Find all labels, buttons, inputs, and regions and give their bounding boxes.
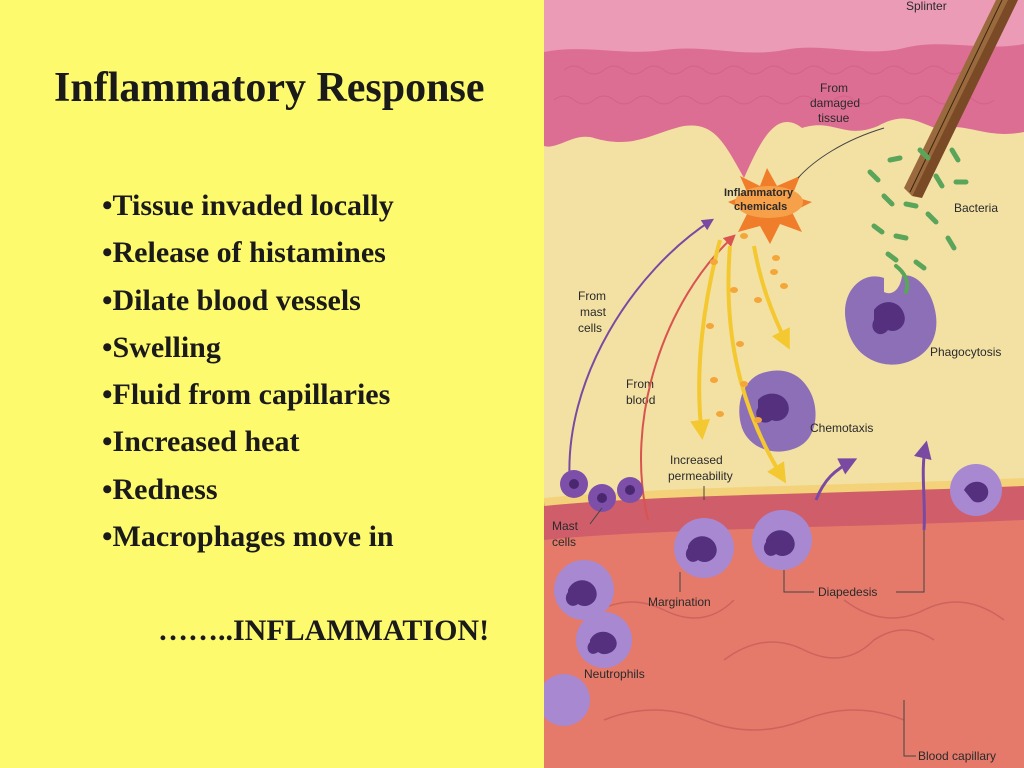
- phagocyte-cell: [844, 264, 937, 365]
- chemicals-label-line1: Inflammatory: [724, 187, 794, 199]
- mast-cell-source-label-line1: From: [578, 289, 606, 303]
- chemical-arrow-2: [726, 245, 787, 484]
- chemical-arrow-3: [752, 245, 790, 350]
- bullet-item: Swelling: [102, 324, 394, 371]
- damaged-tissue-label-line1: From: [820, 81, 848, 95]
- chemicals-starburst: [728, 168, 812, 244]
- chemicals-label-line2: chemicals: [734, 201, 787, 213]
- bacteria-cluster: [867, 147, 969, 271]
- margination-label: Margination: [648, 595, 711, 609]
- permeability-label-line2: permeability: [668, 469, 733, 483]
- inflammation-illustration: Splinter Inflammatory chemicals From dam…: [544, 0, 1024, 768]
- damaged-tissue-label-line3: tissue: [818, 111, 850, 125]
- bullet-list: Tissue invaded locally Release of histam…: [102, 182, 394, 560]
- red-blood-cells: [583, 599, 1005, 731]
- bacteria-label: Bacteria: [954, 201, 998, 215]
- permeability-label-line1: Increased: [670, 453, 723, 467]
- bullet-item: Release of histamines: [102, 229, 394, 276]
- mast-cells-pointer: [589, 507, 603, 525]
- bullet-item: Redness: [102, 466, 394, 513]
- diapedesis-arrow-1: [814, 458, 858, 501]
- mast-cell-arrow: [568, 218, 715, 487]
- mast-cell-source-label-line3: cells: [578, 321, 602, 335]
- bullet-item: Increased heat: [102, 418, 394, 465]
- mast-cells-label-line1: Mast: [552, 519, 579, 533]
- chemotaxis-label: Chemotaxis: [810, 421, 873, 435]
- damaged-tissue-label-line2: damaged: [810, 96, 860, 110]
- slide-title: Inflammatory Response: [54, 65, 485, 111]
- phagocytosis-label: Phagocytosis: [930, 345, 1001, 359]
- mast-cells-label-line2: cells: [552, 535, 576, 549]
- mast-cell-source-label-line2: mast: [580, 305, 607, 319]
- bullet-item: Dilate blood vessels: [102, 277, 394, 324]
- blood-arrow: [640, 234, 736, 521]
- diapedesis-label: Diapedesis: [818, 585, 877, 599]
- neutrophil-cells: [544, 464, 1002, 726]
- splinter: [904, 0, 1018, 198]
- bullet-item: Fluid from capillaries: [102, 371, 394, 418]
- bullet-item: Macrophages move in: [102, 513, 394, 560]
- damaged-tissue-pointer: [797, 127, 885, 179]
- blood-source-label-line1: From: [626, 377, 654, 391]
- blood-source-label-line2: blood: [626, 393, 655, 407]
- diapedesis-arrow-2: [913, 440, 932, 531]
- mast-cell-group: [560, 470, 643, 512]
- blood-capillary-pointer: [903, 700, 916, 757]
- blood-capillary-label: Blood capillary: [918, 749, 996, 763]
- skin-cell-texture: [553, 65, 995, 105]
- bullet-item: Tissue invaded locally: [102, 182, 394, 229]
- skin-surface: [544, 0, 1024, 53]
- chemical-droplets: [706, 233, 788, 423]
- neutrophils-label: Neutrophils: [584, 667, 645, 681]
- diapedesis-pointer: [783, 530, 925, 593]
- conclusion-text: ……..INFLAMMATION!: [158, 614, 490, 647]
- splinter-label: Splinter: [906, 0, 947, 13]
